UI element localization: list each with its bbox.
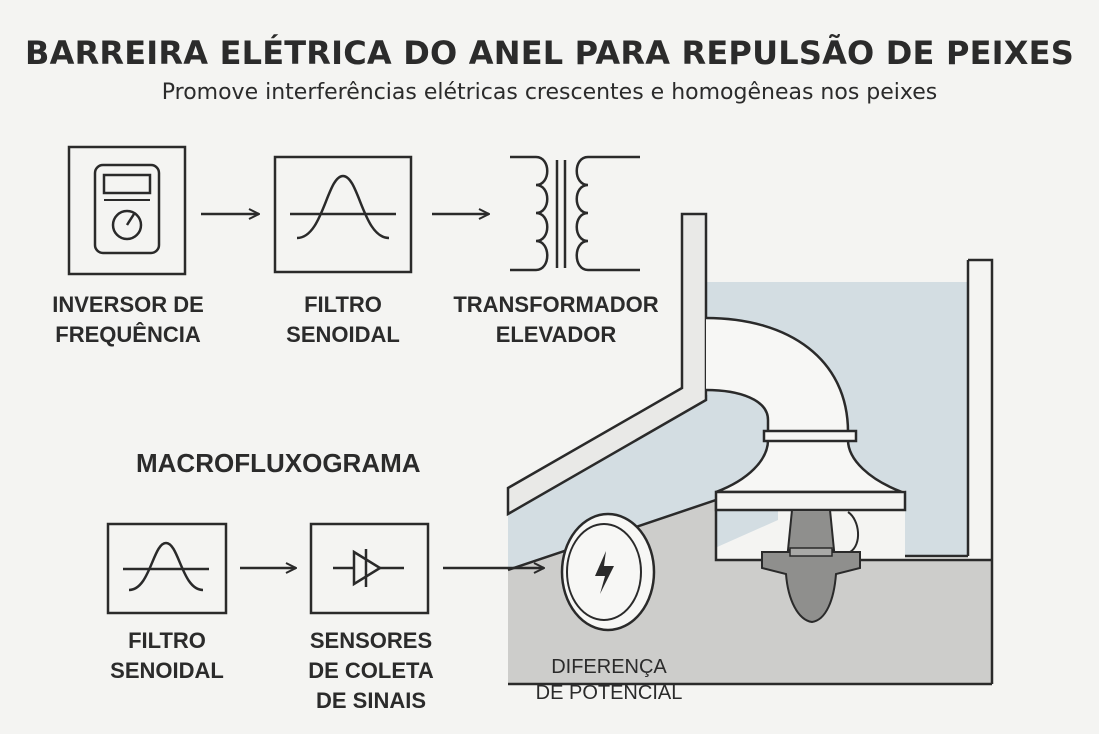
lightning-icon xyxy=(595,551,614,594)
macrofluxograma-title: MACROFLUXOGRAMA xyxy=(136,448,421,478)
label-filtro-senoidal-bottom: FILTRO SENOIDAL xyxy=(110,628,224,683)
frequency-inverter-block xyxy=(67,145,187,276)
sine-filter-block-top xyxy=(273,155,413,274)
sine-filter-icon xyxy=(290,174,396,240)
diagram-title: BARREIRA ELÉTRICA DO ANEL PARA REPULSÃO … xyxy=(25,34,1074,72)
dam-wall xyxy=(506,212,708,517)
label-sensores-de-coleta: SENSORES DE COLETA DE SINAIS xyxy=(308,628,434,713)
label-filtro-senoidal-top: FILTRO SENOIDAL xyxy=(286,292,400,347)
sine-filter-icon xyxy=(123,541,209,592)
transformer-icon xyxy=(510,155,640,272)
right-wall xyxy=(968,258,994,684)
turbine-shaft xyxy=(786,509,836,551)
turbine-runner xyxy=(761,551,861,624)
penstock-pipe xyxy=(705,316,903,494)
diagram-subtitle: Promove interferências elétricas crescen… xyxy=(161,80,938,105)
pipe-flange xyxy=(762,429,858,443)
sine-filter-block-bottom xyxy=(106,522,228,615)
label-inversor-de-frequencia: INVERSOR DE FREQUÊNCIA xyxy=(52,292,204,347)
label-transformador-elevador: TRANSFORMADOR ELEVADOR xyxy=(453,292,659,347)
dam-turbine-illustration xyxy=(506,212,994,686)
label-diferenca-de-potencial: DIFERENÇA DE POTENCIAL xyxy=(535,656,683,704)
turbine-platform xyxy=(714,490,907,512)
amplifier-icon xyxy=(333,549,404,587)
frequency-inverter-icon xyxy=(93,163,161,255)
signal-sensor-block xyxy=(309,522,430,615)
